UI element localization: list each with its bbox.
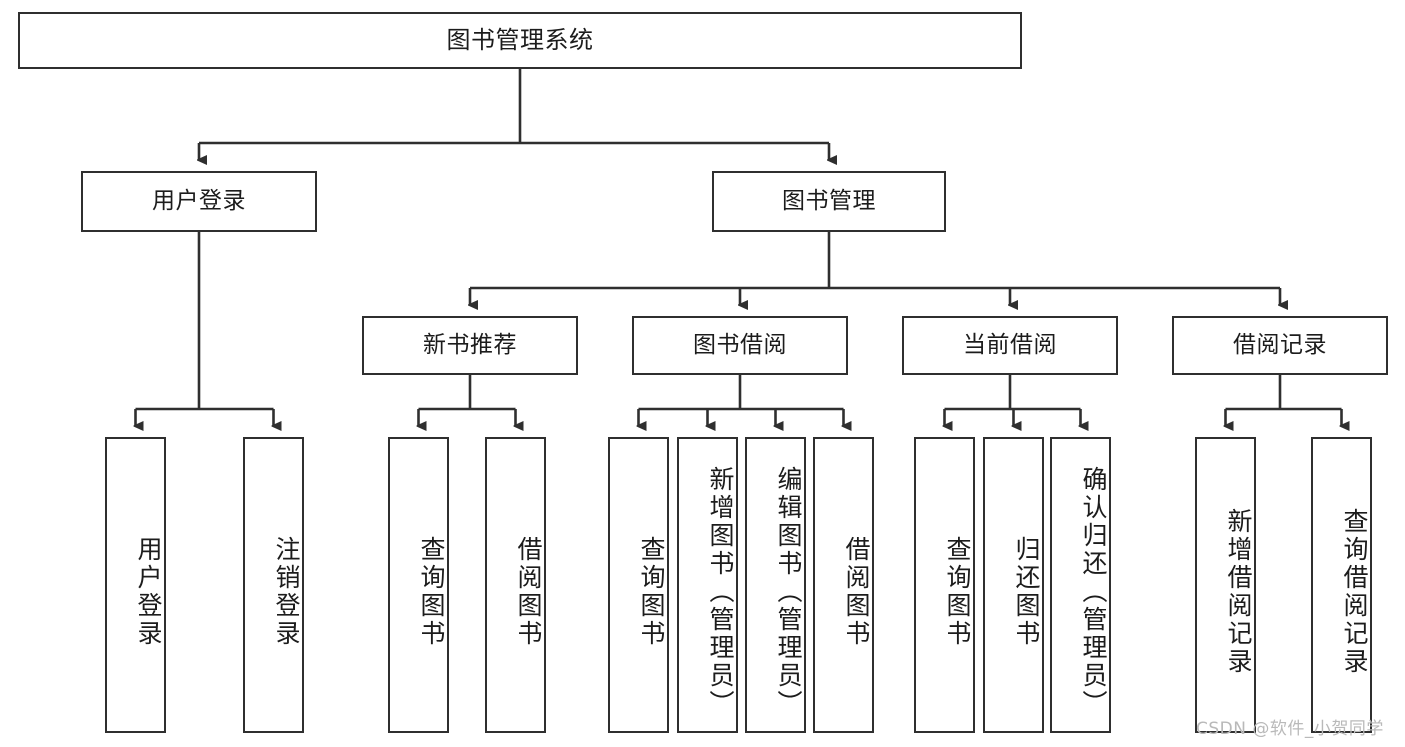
node-borrow-record[interactable]: 借阅记录 (1172, 316, 1388, 375)
node-label: 确认归还（管理员） (1079, 466, 1108, 718)
node-label: 图书管理系统 (446, 26, 594, 55)
node-label: 注销登录 (272, 536, 301, 648)
node-leaf-add-book[interactable]: 新增图书（管理员） (677, 437, 738, 733)
node-leaf-logout[interactable]: 注销登录 (243, 437, 304, 733)
node-label: 编辑图书（管理员） (774, 466, 803, 718)
node-label: 借阅记录 (1233, 331, 1327, 358)
node-user-login[interactable]: 用户登录 (81, 171, 317, 232)
node-leaf-query-book-cur[interactable]: 查询图书 (914, 437, 975, 733)
node-label: 当前借阅 (963, 331, 1057, 358)
node-label: 图书借阅 (693, 331, 787, 358)
node-leaf-borrow-book-rec[interactable]: 借阅图书 (485, 437, 546, 733)
node-book-manage[interactable]: 图书管理 (712, 171, 946, 232)
node-label: 查询借阅记录 (1340, 508, 1369, 676)
node-book-borrow[interactable]: 图书借阅 (632, 316, 848, 375)
node-label: 用户登录 (134, 536, 163, 648)
node-label: 查询图书 (943, 536, 972, 648)
node-label: 查询图书 (637, 536, 666, 648)
node-label: 新书推荐 (423, 331, 517, 358)
node-label: 查询图书 (417, 536, 446, 648)
node-label: 新增图书（管理员） (706, 466, 735, 718)
node-leaf-confirm-return[interactable]: 确认归还（管理员） (1050, 437, 1111, 733)
node-current-borrow[interactable]: 当前借阅 (902, 316, 1118, 375)
node-leaf-query-record[interactable]: 查询借阅记录 (1311, 437, 1372, 733)
node-new-book-rec[interactable]: 新书推荐 (362, 316, 578, 375)
node-label: 新增借阅记录 (1224, 508, 1253, 676)
node-leaf-borrow-book-brw[interactable]: 借阅图书 (813, 437, 874, 733)
node-label: 归还图书 (1012, 536, 1041, 648)
node-leaf-edit-book[interactable]: 编辑图书（管理员） (745, 437, 806, 733)
node-label: 用户登录 (152, 187, 246, 214)
node-leaf-query-book-brw[interactable]: 查询图书 (608, 437, 669, 733)
node-leaf-return-book[interactable]: 归还图书 (983, 437, 1044, 733)
node-leaf-query-book-rec[interactable]: 查询图书 (388, 437, 449, 733)
node-label: 借阅图书 (514, 536, 543, 648)
node-leaf-add-record[interactable]: 新增借阅记录 (1195, 437, 1256, 733)
node-leaf-user-login[interactable]: 用户登录 (105, 437, 166, 733)
node-root[interactable]: 图书管理系统 (18, 12, 1022, 69)
csdn-watermark: CSDN @软件_小贺同学 (1196, 719, 1384, 739)
node-label: 图书管理 (782, 187, 876, 214)
node-label: 借阅图书 (842, 536, 871, 648)
